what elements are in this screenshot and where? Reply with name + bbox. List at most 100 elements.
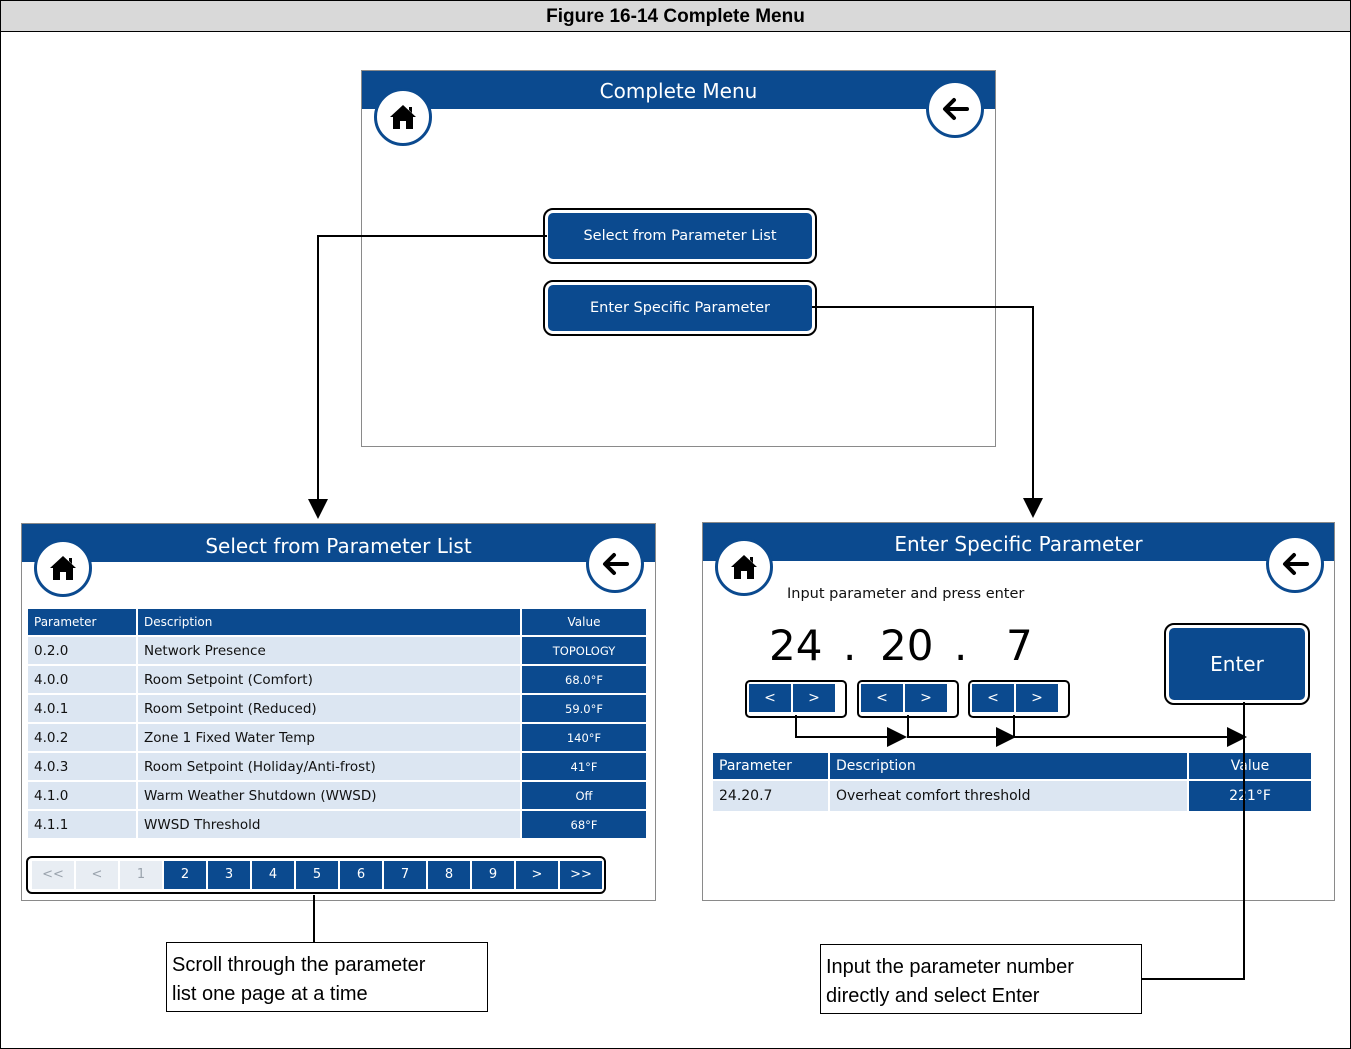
row-description: Network Presence (138, 637, 520, 664)
home-button[interactable] (715, 538, 773, 596)
home-icon (50, 556, 76, 580)
enter-button[interactable]: Enter (1164, 623, 1310, 705)
connector-select-list (308, 235, 547, 519)
row-value: 68.0°F (522, 666, 646, 693)
row-description: Zone 1 Fixed Water Temp (138, 724, 520, 751)
table-row[interactable]: 24.20.7 Overheat comfort threshold 221°F (713, 781, 1311, 811)
pager-page-7[interactable]: 7 (384, 861, 426, 889)
col-description: Description (138, 609, 520, 635)
row-parameter: 4.0.0 (28, 666, 136, 693)
callout-scroll: Scroll through the parameter list one pa… (166, 942, 488, 1012)
col-value: Value (1189, 753, 1311, 779)
connector-enter-callout (1142, 702, 1245, 980)
row-parameter: 0.2.0 (28, 637, 136, 664)
back-arrow-icon (603, 553, 629, 575)
callout-enter: Input the parameter number directly and … (820, 944, 1142, 1014)
home-icon (390, 105, 416, 129)
back-button[interactable] (586, 535, 644, 593)
pager-page-3[interactable]: 3 (208, 861, 250, 889)
pager-next[interactable]: > (516, 861, 558, 889)
main-screen-header: Complete Menu (362, 71, 995, 109)
col-value: Value (522, 609, 646, 635)
pager-page-6[interactable]: 6 (340, 861, 382, 889)
increment-button[interactable]: > (793, 684, 835, 712)
callout-scroll-line2: list one page at a time (172, 983, 368, 1005)
digit-field-c[interactable]: 7 (1006, 621, 1033, 670)
row-description: Room Setpoint (Reduced) (138, 695, 520, 722)
connector-steppers (795, 715, 1247, 747)
instruction-text: Input parameter and press enter (787, 586, 1025, 602)
pager-last[interactable]: >> (560, 861, 602, 889)
row-value: 68°F (522, 811, 646, 838)
callout-enter-line1: Input the parameter number (826, 956, 1074, 978)
digit-dot-2: . (954, 621, 968, 670)
pager-outline (26, 856, 606, 894)
enter-button-label: Enter (1210, 652, 1264, 676)
digit-dot-1: . (843, 621, 857, 670)
row-parameter: 4.0.2 (28, 724, 136, 751)
increment-button[interactable]: > (1016, 684, 1058, 712)
pager: << < 1 2 3 4 5 6 7 8 9 > >> (32, 861, 604, 889)
list-screen: Select from Parameter List Parameter Des… (21, 523, 656, 901)
row-description: Room Setpoint (Holiday/Anti-frost) (138, 753, 520, 780)
select-from-list-button[interactable]: Select from Parameter List (543, 208, 817, 264)
col-parameter: Parameter (713, 753, 828, 779)
pager-page-8[interactable]: 8 (428, 861, 470, 889)
callout-scroll-line1: Scroll through the parameter (172, 954, 426, 976)
row-parameter: 4.1.1 (28, 811, 136, 838)
row-value: TOPOLOGY (522, 637, 646, 664)
pager-first: << (32, 861, 74, 889)
col-parameter: Parameter (28, 609, 136, 635)
row-value: 41°F (522, 753, 646, 780)
decrement-button[interactable]: < (972, 684, 1014, 712)
row-description: Room Setpoint (Comfort) (138, 666, 520, 693)
main-screen-title: Complete Menu (599, 79, 758, 103)
back-button[interactable] (1266, 535, 1324, 593)
back-button[interactable] (926, 80, 984, 138)
row-parameter: 4.0.1 (28, 695, 136, 722)
select-from-list-label: Select from Parameter List (583, 228, 777, 244)
enter-screen-title: Enter Specific Parameter (894, 532, 1143, 556)
back-arrow-icon (1283, 553, 1309, 575)
enter-specific-label: Enter Specific Parameter (589, 300, 770, 316)
home-button[interactable] (34, 539, 92, 597)
main-screen: Complete Menu Select from Parameter List… (361, 70, 996, 447)
pager-page-1: 1 (120, 861, 162, 889)
row-value: 59.0°F (522, 695, 646, 722)
result-table: Parameter Description Value 24.20.7 Over… (711, 751, 1313, 813)
row-value: Off (522, 782, 646, 809)
row-description: Overheat comfort threshold (830, 781, 1187, 811)
row-description: Warm Weather Shutdown (WWSD) (138, 782, 520, 809)
enter-specific-button[interactable]: Enter Specific Parameter (543, 280, 817, 336)
row-parameter: 4.0.3 (28, 753, 136, 780)
decrement-button[interactable]: < (861, 684, 903, 712)
increment-button[interactable]: > (905, 684, 947, 712)
connector-enter-specific (812, 306, 1043, 518)
home-icon (731, 555, 757, 579)
pager-page-5[interactable]: 5 (296, 861, 338, 889)
enter-screen: Enter Specific Parameter Input parameter… (702, 522, 1335, 901)
row-value: 140°F (522, 724, 646, 751)
home-button[interactable] (374, 88, 432, 146)
pager-page-2[interactable]: 2 (164, 861, 206, 889)
list-screen-header: Select from Parameter List (22, 524, 655, 562)
list-screen-title: Select from Parameter List (205, 534, 472, 558)
digit-field-a[interactable]: 24 (769, 621, 823, 670)
row-value: 221°F (1189, 781, 1311, 811)
stepper-c: < > (968, 680, 1070, 718)
decrement-button[interactable]: < (749, 684, 791, 712)
digit-field-b[interactable]: 20 (880, 621, 934, 670)
pager-page-9[interactable]: 9 (472, 861, 514, 889)
figure-title: Figure 16-14 Complete Menu (1, 1, 1350, 32)
table-header-row: Parameter Description Value (28, 609, 646, 635)
pager-page-4[interactable]: 4 (252, 861, 294, 889)
